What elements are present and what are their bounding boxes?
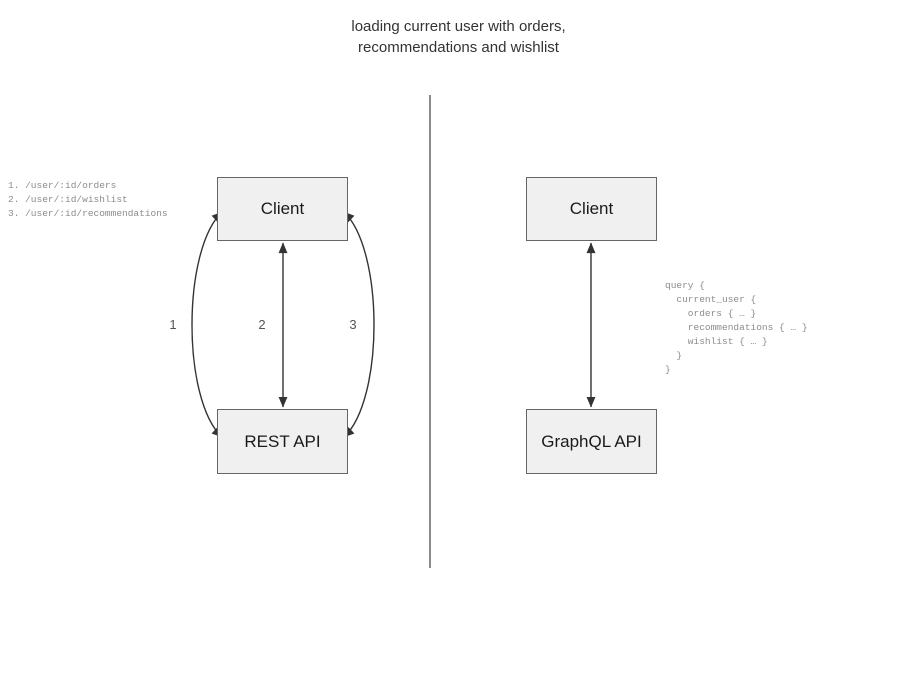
node-graphql-api[interactable]: GraphQL API [526, 409, 657, 474]
diagram-title-line-1: loading current user with orders, [351, 18, 566, 35]
node-rest-api[interactable]: REST API [217, 409, 348, 474]
rest-connector-1 [191, 211, 223, 438]
node-client-graphql[interactable]: Client [526, 177, 657, 241]
diagram-title: loading current user with orders, recomm… [0, 16, 917, 58]
arrow-label-3: 3 [349, 317, 357, 332]
rest-endpoint-list: 1. /user/:id/orders 2. /user/:id/wishlis… [8, 180, 168, 219]
diagram-title-line-2: recommendations and wishlist [358, 39, 559, 56]
node-client-rest[interactable]: Client [217, 177, 348, 241]
arrow-label-2: 2 [258, 317, 266, 332]
panel-divider [429, 95, 431, 568]
graphql-query-annotation: query { current_user { orders { … } reco… [665, 280, 808, 375]
arrow-label-1: 1 [169, 317, 177, 332]
